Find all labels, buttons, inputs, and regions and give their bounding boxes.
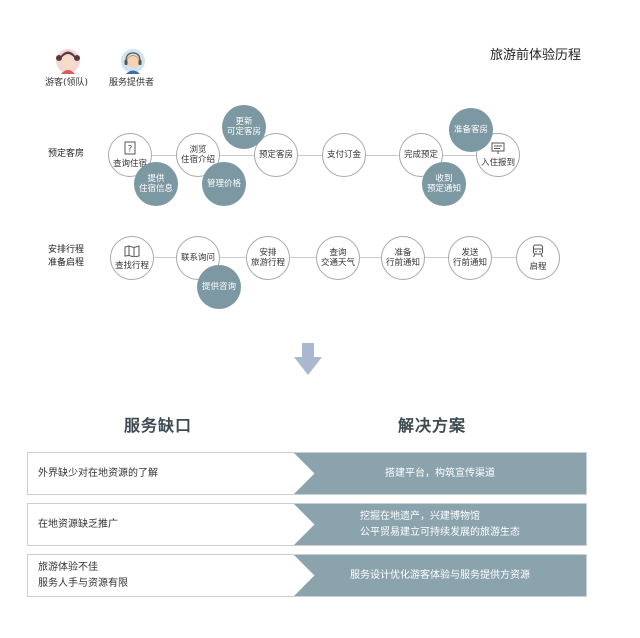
- provider-label: 服务提供者: [109, 78, 155, 88]
- provider-avatar-icon: [120, 48, 146, 74]
- node-label: 交通天气: [320, 258, 355, 268]
- node-label: 入住报到: [480, 157, 515, 168]
- node-label: 准备: [394, 247, 412, 258]
- row-label-booking: 预定客房: [48, 149, 85, 159]
- bubble-label: 准备客房: [453, 124, 488, 135]
- row-label-itinerary-1: 安排行程: [48, 245, 85, 255]
- bubble-label: 预定通知: [426, 184, 461, 194]
- node-book-room: 预定客房: [254, 133, 298, 177]
- document-question-icon: ?: [123, 141, 137, 158]
- node-label: 浏览: [189, 144, 207, 155]
- node-label: 行前通知: [452, 258, 487, 268]
- node-label: 安排: [259, 247, 277, 258]
- node-arrange-itinerary: 安排 旅游行程: [246, 236, 290, 280]
- bubble-label: 收到: [435, 173, 453, 184]
- solution-text: 搭建平台，构筑宣传渠道: [385, 467, 495, 479]
- node-label: 完成预定: [403, 149, 438, 160]
- bubble-update-rooms: 更新 可定客房: [222, 105, 266, 149]
- gap-heading: 服务缺口: [124, 416, 193, 435]
- page-title: 旅游前体验历程: [490, 48, 582, 63]
- node-label: 查询: [329, 247, 347, 258]
- node-label: 旅游行程: [250, 258, 285, 268]
- gap-text: 在地资源缺乏推广: [38, 519, 118, 530]
- bubble-prepare-room: 准备客房: [449, 108, 493, 152]
- node-check-transport-weather: 查询 交通天气: [316, 236, 360, 280]
- solution-cell: 服务设计优化游客体验与服务提供方资源: [294, 555, 586, 596]
- gap-solution-row: 旅游体验不佳 服务人手与资源有限 服务设计优化游客体验与服务提供方资源: [27, 554, 587, 597]
- node-label: 启程: [529, 261, 547, 272]
- row1-connector: [130, 155, 500, 156]
- map-icon: [124, 245, 140, 260]
- solution-text: 挖掘在地遗产，兴建博物馆: [360, 511, 480, 522]
- solution-text: 服务设计优化游客体验与服务提供方资源: [350, 569, 530, 581]
- node-label: 联系询问: [180, 252, 215, 263]
- gap-text: 外界缺少对在地资源的了解: [38, 468, 158, 479]
- node-label: 发送: [461, 247, 479, 258]
- node-complete-booking: 完成预定: [399, 133, 443, 177]
- node-label: 支付订金: [326, 149, 361, 160]
- bubble-label: 管理价格: [206, 178, 241, 189]
- gap-solution-row: 在地资源缺乏推广 挖掘在地遗产，兴建博物馆 公平贸易建立可持续发展的旅游生态: [27, 503, 587, 546]
- solution-heading: 解决方案: [398, 416, 467, 435]
- node-label: 查询住宿: [112, 158, 147, 169]
- tourist-label: 游客(领队): [45, 78, 89, 88]
- bubble-label: 提供: [147, 173, 165, 184]
- reception-sign-icon: [491, 142, 505, 157]
- gap-text-block: 旅游体验不佳 服务人手与资源有限: [38, 560, 128, 591]
- node-label: 查找行程: [114, 260, 149, 271]
- node-label: 住宿介绍: [180, 155, 215, 165]
- solution-text: 公平贸易建立可持续发展的旅游生态: [360, 526, 520, 538]
- train-icon: [532, 244, 544, 261]
- solution-cell: 挖掘在地遗产，兴建博物馆 公平贸易建立可持续发展的旅游生态: [294, 504, 586, 545]
- solution-cell: 搭建平台，构筑宣传渠道: [294, 453, 586, 494]
- bubble-label: 住宿信息: [138, 184, 173, 194]
- down-arrow-icon: [294, 343, 322, 375]
- node-send-notice: 发送 行前通知: [448, 236, 492, 280]
- bubble-label: 更新: [235, 116, 253, 127]
- svg-text:?: ?: [128, 145, 133, 155]
- bubble-receive-notice: 收到 预定通知: [422, 162, 466, 206]
- bubble-label: 提供咨询: [201, 281, 236, 292]
- node-label: 行前通知: [385, 258, 420, 268]
- node-label: 预定客房: [258, 149, 293, 160]
- bubble-provide-info: 提供 住宿信息: [134, 162, 178, 206]
- node-depart: 启程: [516, 236, 560, 280]
- gap-text: 旅游体验不佳: [38, 562, 98, 573]
- gap-text: 服务人手与资源有限: [38, 577, 128, 589]
- row-label-itinerary-2: 准备启程: [48, 258, 85, 268]
- node-prepare-notice: 准备 行前通知: [381, 236, 425, 280]
- node-pay-deposit: 支付订金: [322, 133, 366, 177]
- tourist-avatar-icon: [55, 48, 81, 74]
- bubble-manage-price: 管理价格: [202, 162, 246, 206]
- node-find-itinerary: 查找行程: [110, 236, 154, 280]
- gap-solution-row: 外界缺少对在地资源的了解 搭建平台，构筑宣传渠道: [27, 452, 587, 495]
- bubble-label: 可定客房: [226, 127, 261, 137]
- bubble-provide-consult: 提供咨询: [197, 265, 241, 309]
